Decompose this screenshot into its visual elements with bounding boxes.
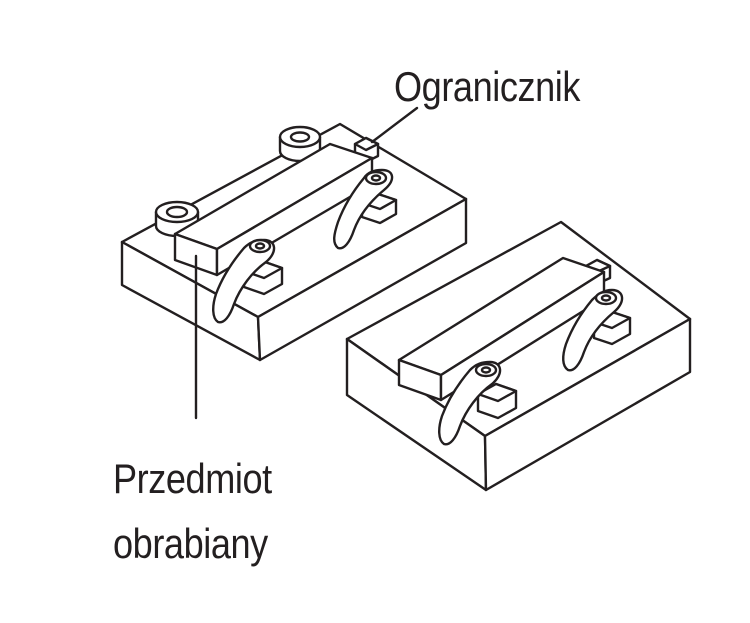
stop-leader-line: [370, 106, 419, 144]
workpiece-label-line1: Przedmiot: [113, 455, 272, 502]
right-fixture: [345, 220, 692, 492]
left-fixture: [120, 122, 468, 362]
left-cam-clamp-rear: [333, 168, 398, 250]
right-cam-clamp-front: [438, 360, 518, 446]
left-cam-clamp-front: [212, 238, 284, 324]
stop-label: Ogranicznik: [394, 63, 580, 110]
left-locating-pin-front: [154, 200, 200, 238]
workpiece-label-line2: obrabiany: [113, 520, 268, 567]
right-cam-clamp-rear: [562, 288, 632, 372]
